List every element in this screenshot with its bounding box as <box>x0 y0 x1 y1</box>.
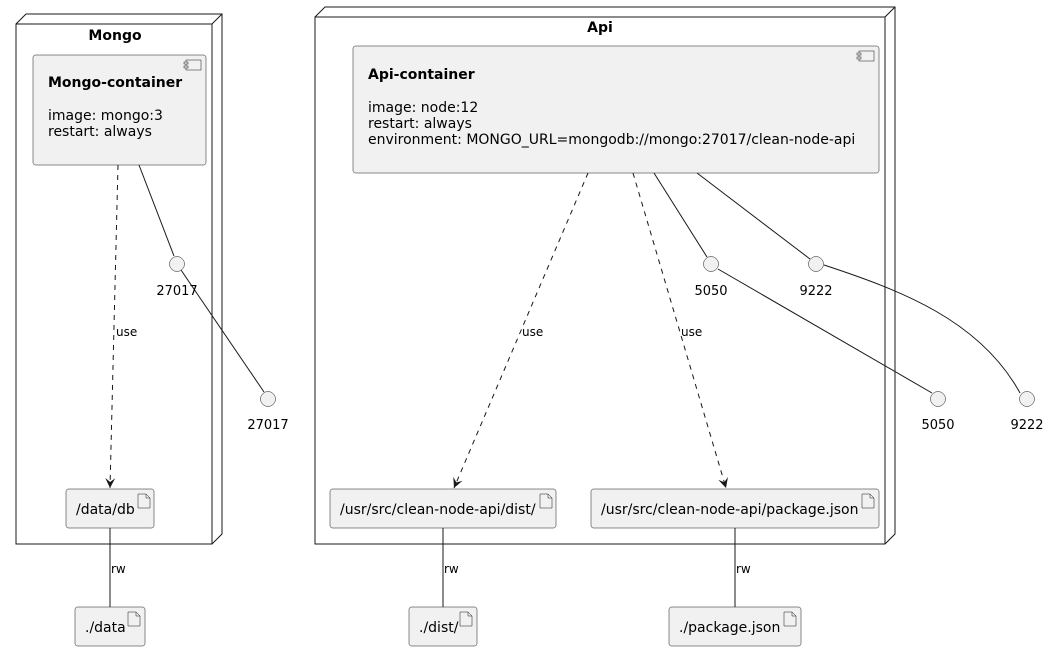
ports: 27017 27017 5050 9222 5050 9222 <box>156 256 1044 433</box>
artifact-package-host: ./package.json <box>668 606 802 647</box>
label-api-use-dist: use <box>522 325 543 339</box>
svg-text:9222: 9222 <box>799 284 832 299</box>
mongo-container-component: Mongo-container image: mongo:3 restart: … <box>32 54 207 166</box>
mongo-container-line-1: image: mongo:3 <box>48 108 163 124</box>
port-mongo-inner: 27017 <box>156 256 198 299</box>
artifact-label: /data/db <box>76 502 135 518</box>
edges <box>105 164 1021 607</box>
label-mongo-use: use <box>116 325 137 339</box>
label-rw-data: rw <box>111 562 126 576</box>
edge-api-port-5050 <box>653 172 708 258</box>
mongo-container-title: Mongo-container <box>48 75 182 91</box>
api-container-line-2: restart: always <box>368 116 472 132</box>
edge-api-use-dist <box>453 172 589 489</box>
artifact-dist-host: ./dist/ <box>408 606 478 647</box>
svg-text:5050: 5050 <box>921 418 954 433</box>
artifact-label: /usr/src/clean-node-api/package.json <box>601 502 858 518</box>
port-mongo-outer: 27017 <box>247 391 289 433</box>
label-api-use-package: use <box>681 325 702 339</box>
svg-text:27017: 27017 <box>156 284 197 299</box>
port-api-9222-inner: 9222 <box>799 256 833 299</box>
port-api-9222-outer: 9222 <box>1010 391 1044 433</box>
edge-mongo-port <box>138 164 175 257</box>
artifact-label: ./package.json <box>679 620 780 636</box>
edge-labels: use use use rw rw rw <box>111 325 751 576</box>
artifact-package-inner: /usr/src/clean-node-api/package.json <box>590 488 880 529</box>
component-icon <box>856 50 875 62</box>
mongo-node-title: Mongo <box>88 28 142 44</box>
artifact-label: /usr/src/clean-node-api/dist/ <box>340 502 536 518</box>
mongo-container-line-2: restart: always <box>48 124 152 140</box>
artifact-data-host: ./data <box>74 606 146 647</box>
api-container-title: Api-container <box>368 67 475 83</box>
api-container-line-1: image: node:12 <box>368 100 478 116</box>
edge-9222-outer <box>823 264 1021 394</box>
edge-5050-outer <box>717 268 933 394</box>
edge-api-port-9222 <box>696 172 811 260</box>
api-node-title: Api <box>587 20 613 36</box>
svg-text:5050: 5050 <box>694 284 727 299</box>
api-container-line-3: environment: MONGO_URL=mongodb://mongo:2… <box>368 132 855 148</box>
artifact-dist-inner: /usr/src/clean-node-api/dist/ <box>329 488 557 529</box>
artifact-data-db: /data/db <box>65 488 155 529</box>
port-api-5050-outer: 5050 <box>921 391 955 433</box>
svg-text:27017: 27017 <box>247 418 288 433</box>
api-container-component: Api-container image: node:12 restart: al… <box>352 45 880 174</box>
label-rw-dist: rw <box>444 562 459 576</box>
artifacts: /data/db /usr/src/clean-node-api/dist/ /… <box>65 488 880 647</box>
edge-mongo-use <box>105 164 119 489</box>
component-icon <box>183 59 202 71</box>
artifact-label: ./data <box>85 620 126 636</box>
artifact-label: ./dist/ <box>419 620 459 636</box>
edge-mongo-port-outer <box>180 269 265 393</box>
edge-api-use-package <box>632 172 728 489</box>
port-api-5050-inner: 5050 <box>694 256 728 299</box>
label-rw-package: rw <box>736 562 751 576</box>
svg-text:9222: 9222 <box>1010 418 1043 433</box>
